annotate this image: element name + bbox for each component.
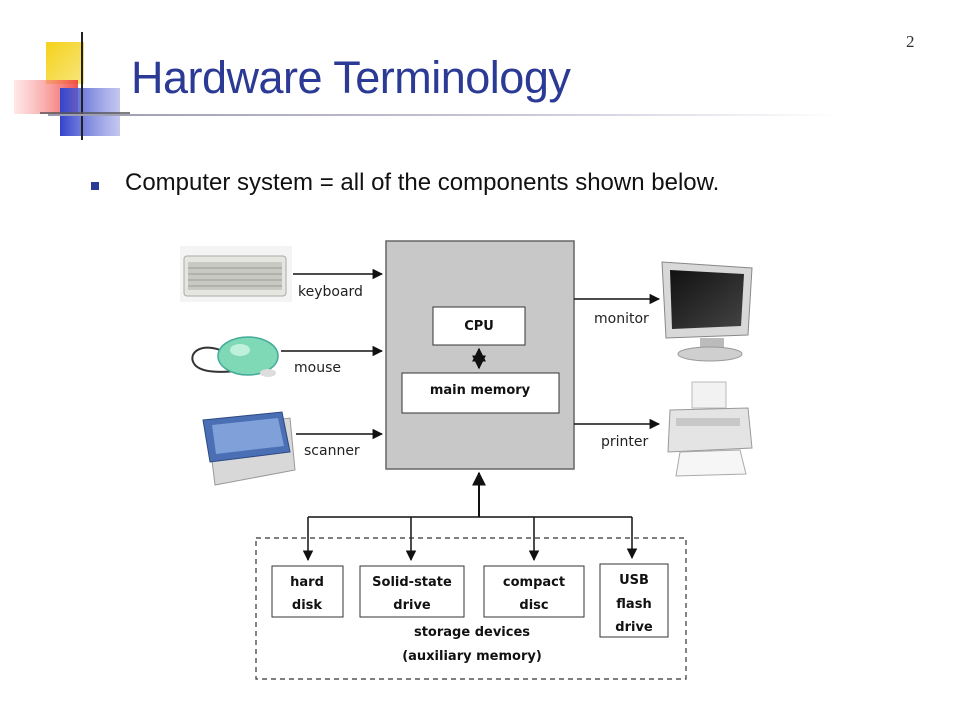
mouse-icon xyxy=(191,336,279,377)
cpu-label: CPU xyxy=(464,319,494,334)
main-memory-label: main memory xyxy=(430,383,531,398)
keyboard-label: keyboard xyxy=(298,284,363,300)
ssd-box xyxy=(359,565,465,618)
ssd-label-2: drive xyxy=(393,598,431,613)
slide-number: 2 xyxy=(906,32,915,51)
monitor-icon xyxy=(661,261,753,362)
ssd-label-1: Solid-state xyxy=(372,575,452,590)
main-memory-box xyxy=(401,372,560,414)
storage-caption-2: (auxiliary memory) xyxy=(402,649,542,664)
decorative-logo xyxy=(14,32,130,140)
hard-disk-label-1: hard xyxy=(290,575,324,590)
printer-icon xyxy=(667,381,753,477)
compact-disc-label-2: disc xyxy=(519,598,548,613)
scanner-icon xyxy=(202,411,296,486)
storage-caption-1: storage devices xyxy=(414,625,530,640)
bullet-marker xyxy=(91,182,99,190)
keyboard-icon xyxy=(180,246,292,302)
usb-label-1: USB xyxy=(619,573,649,588)
compact-disc-label-1: compact xyxy=(503,575,565,590)
compact-disc-box xyxy=(483,565,585,618)
usb-label-3: drive xyxy=(615,620,653,635)
storage-devices-group xyxy=(255,537,687,680)
scanner-label: scanner xyxy=(304,443,360,459)
mouse-label: mouse xyxy=(294,360,341,376)
hard-disk-label-2: disk xyxy=(292,598,322,613)
slide-title: Hardware Terminology xyxy=(131,52,571,103)
hard-disk-box xyxy=(271,565,344,618)
printer-label: printer xyxy=(601,434,649,450)
usb-label-2: flash xyxy=(616,597,651,612)
monitor-label: monitor xyxy=(594,311,649,327)
title-divider xyxy=(48,114,838,116)
bullet-text: Computer system = all of the components … xyxy=(125,169,720,196)
usb-flash-drive-box xyxy=(599,563,669,638)
cpu-box xyxy=(432,306,526,346)
